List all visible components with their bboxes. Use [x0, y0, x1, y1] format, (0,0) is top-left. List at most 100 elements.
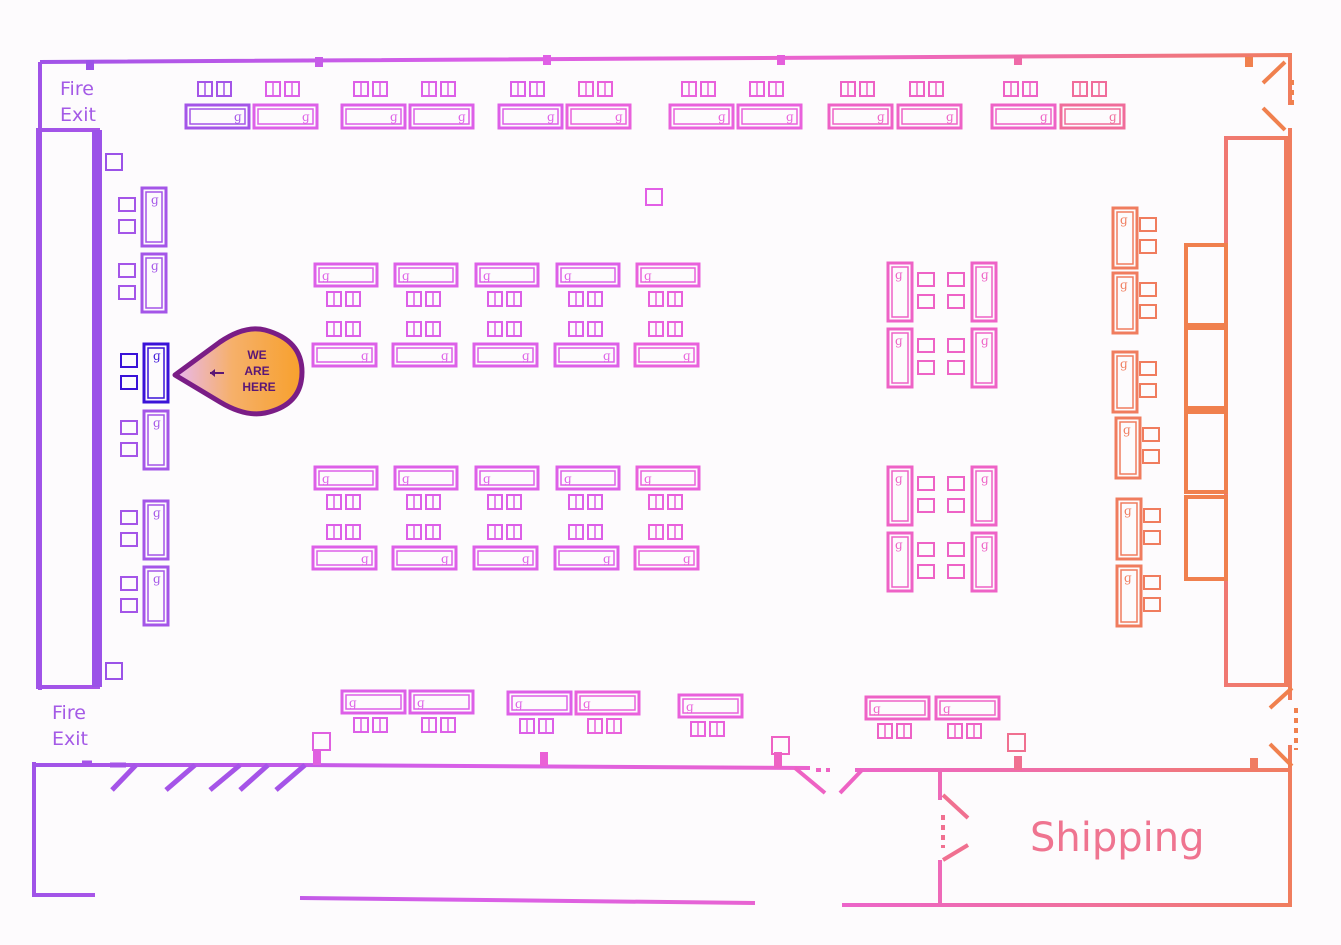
desk[interactable]: ɡ	[555, 465, 621, 491]
workstation[interactable]: ɡ	[1111, 206, 1157, 270]
workstation[interactable]: ɡ	[120, 565, 170, 627]
workstation-cluster[interactable]: ɡɡ	[472, 465, 540, 571]
desk[interactable]: ɡ	[1115, 497, 1143, 561]
desk[interactable]: ɡ	[1059, 103, 1126, 130]
desk[interactable]: ɡ	[1114, 416, 1142, 480]
desk[interactable]: ɡ	[990, 103, 1057, 130]
desk[interactable]: ɡ	[574, 690, 641, 716]
desk[interactable]: ɡ	[142, 342, 170, 404]
desk[interactable]: ɡ	[184, 103, 251, 130]
desk[interactable]: ɡ	[340, 103, 407, 130]
workstation[interactable]: ɡ	[1115, 564, 1161, 628]
workstation[interactable]: ɡ	[118, 186, 168, 248]
desk[interactable]: ɡ	[970, 531, 998, 593]
desk[interactable]: ɡ	[408, 689, 475, 715]
desk[interactable]: ɡ	[677, 693, 744, 719]
workstation[interactable]: ɡ	[120, 499, 170, 561]
workstation[interactable]: ɡ	[184, 81, 251, 130]
workstation[interactable]: ɡ	[1114, 416, 1160, 480]
desk[interactable]: ɡ	[311, 342, 378, 368]
workstation[interactable]: ɡ	[408, 689, 475, 733]
desk[interactable]: ɡ	[311, 545, 378, 571]
workstation-current[interactable]: ɡ	[120, 342, 170, 404]
workstation[interactable]: ɡ	[668, 81, 735, 130]
desk[interactable]: ɡ	[1111, 206, 1139, 270]
workstation[interactable]: ɡ	[565, 81, 632, 130]
workstation[interactable]: ɡ	[827, 81, 894, 130]
desk[interactable]: ɡ	[474, 262, 540, 288]
workstation[interactable]: ɡ	[506, 690, 573, 734]
desk[interactable]: ɡ	[393, 465, 459, 491]
workstation[interactable]: ɡ	[252, 81, 319, 130]
workstation[interactable]: ɡ	[1115, 497, 1161, 561]
desk[interactable]: ɡ	[934, 695, 1001, 721]
desk[interactable]: ɡ	[886, 531, 914, 593]
desk[interactable]: ɡ	[635, 262, 701, 288]
workstation[interactable]: ɡ	[1059, 81, 1126, 130]
desk[interactable]: ɡ	[340, 689, 407, 715]
workstation[interactable]: ɡ	[736, 81, 803, 130]
desk[interactable]: ɡ	[736, 103, 803, 130]
workstation-cluster[interactable]: ɡɡ	[472, 262, 540, 368]
desk[interactable]: ɡ	[472, 342, 539, 368]
desk[interactable]: ɡ	[668, 103, 735, 130]
workstation[interactable]: ɡ	[340, 81, 407, 130]
workstation[interactable]: ɡ	[574, 690, 641, 734]
desk[interactable]: ɡ	[1115, 564, 1143, 628]
desk[interactable]: ɡ	[252, 103, 319, 130]
desk[interactable]: ɡ	[896, 103, 963, 130]
workstation[interactable]: ɡ	[120, 409, 170, 471]
desk[interactable]: ɡ	[565, 103, 632, 130]
workstation[interactable]: ɡ	[934, 695, 1001, 739]
desk[interactable]: ɡ	[142, 565, 170, 627]
desk[interactable]: ɡ	[635, 465, 701, 491]
desk[interactable]: ɡ	[408, 103, 475, 130]
workstation-cluster[interactable]: ɡɡ	[391, 465, 459, 571]
workstation[interactable]: ɡ	[408, 81, 475, 130]
desk[interactable]: ɡ	[553, 545, 620, 571]
desk[interactable]: ɡ	[970, 261, 998, 323]
desk[interactable]: ɡ	[633, 342, 700, 368]
desk[interactable]: ɡ	[553, 342, 620, 368]
workstation[interactable]: ɡ	[118, 252, 168, 314]
desk[interactable]: ɡ	[633, 545, 700, 571]
desk[interactable]: ɡ	[555, 262, 621, 288]
workstation[interactable]: ɡ	[864, 695, 931, 739]
desk[interactable]: ɡ	[886, 465, 914, 527]
desk[interactable]: ɡ	[1111, 271, 1139, 335]
desk[interactable]: ɡ	[1111, 350, 1139, 414]
desk[interactable]: ɡ	[970, 465, 998, 527]
desk[interactable]: ɡ	[886, 327, 914, 389]
workstation[interactable]: ɡ	[340, 689, 407, 733]
desk[interactable]: ɡ	[393, 262, 459, 288]
desk[interactable]: ɡ	[142, 499, 170, 561]
workstation-cluster[interactable]: ɡɡ	[311, 262, 379, 368]
desk[interactable]: ɡ	[391, 342, 458, 368]
workstation-cluster[interactable]: ɡɡ	[391, 262, 459, 368]
workstation-cluster[interactable]: ɡɡ	[311, 465, 379, 571]
desk[interactable]: ɡ	[140, 186, 168, 248]
workstation[interactable]: ɡ	[896, 81, 963, 130]
workstation-cluster[interactable]: ɡɡ	[553, 262, 621, 368]
desk[interactable]: ɡ	[886, 261, 914, 323]
workstation[interactable]: ɡ	[990, 81, 1057, 130]
desk[interactable]: ɡ	[391, 545, 458, 571]
desk[interactable]: ɡ	[864, 695, 931, 721]
workstation-cluster[interactable]: ɡɡ	[633, 465, 701, 571]
desk[interactable]: ɡ	[313, 465, 379, 491]
desk[interactable]: ɡ	[313, 262, 379, 288]
desk[interactable]: ɡ	[474, 465, 540, 491]
workstation[interactable]: ɡ	[497, 81, 564, 130]
desk[interactable]: ɡ	[140, 252, 168, 314]
desk[interactable]: ɡ	[472, 545, 539, 571]
desk[interactable]: ɡ	[970, 327, 998, 389]
desk[interactable]: ɡ	[827, 103, 894, 130]
workstation[interactable]: ɡ	[1111, 271, 1157, 335]
desk[interactable]: ɡ	[506, 690, 573, 716]
workstation[interactable]: ɡ	[677, 693, 744, 737]
workstation[interactable]: ɡ	[1111, 350, 1157, 414]
